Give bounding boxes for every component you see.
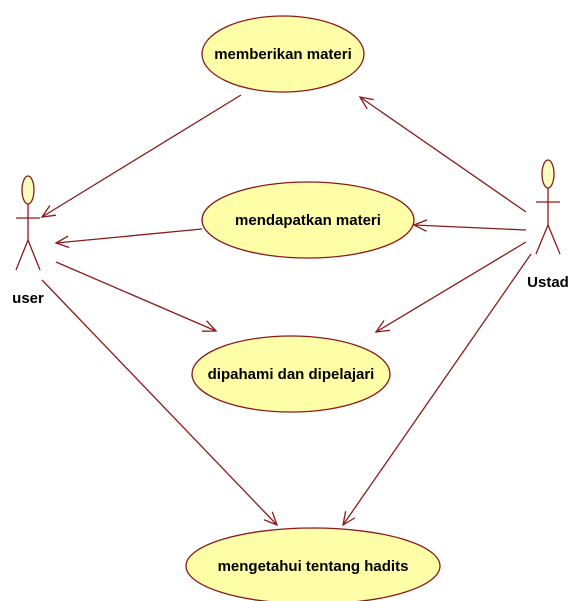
association-line: [41, 279, 278, 526]
actor-head: [541, 159, 555, 189]
usecase-label: mengetahui tentang hadits: [218, 558, 409, 575]
usecase-ellipse[interactable]: [185, 527, 441, 601]
association-ustad-to-mengetahui: [342, 253, 532, 527]
usecase-ellipse[interactable]: [201, 15, 365, 93]
actor-label: user: [12, 290, 44, 307]
association-line: [375, 241, 527, 333]
actor-ustad[interactable]: Ustad: [527, 159, 569, 291]
usecase-label: dipahami dan dipelajari: [208, 366, 375, 383]
actor-left-leg: [535, 224, 549, 255]
usecase-dipahami-dan-dipelajari[interactable]: dipahami dan dipelajari: [191, 335, 391, 413]
usecase-ellipse[interactable]: [201, 181, 415, 259]
association-user-to-mengetahui: [41, 279, 279, 527]
usecase-memberikan-materi[interactable]: memberikan materi: [201, 15, 365, 93]
association-line: [55, 261, 217, 332]
arrowhead: [374, 320, 390, 333]
stick-figure-icon: [15, 175, 41, 271]
associations: [40, 94, 532, 527]
arrowhead: [342, 511, 356, 527]
actor-right-leg: [547, 224, 561, 255]
usecase-mengetahui-tentang-hadits[interactable]: mengetahui tentang hadits: [185, 527, 441, 601]
association-line: [41, 94, 242, 218]
actor-label: Ustad: [527, 274, 569, 291]
association-user-to-dipahami: [55, 261, 218, 332]
association-ustad-to-dipahami: [374, 241, 527, 333]
usecase-label: mendapatkan materi: [235, 212, 381, 229]
usecase-mendapatkan-materi[interactable]: mendapatkan materi: [201, 181, 415, 259]
association-memberikan-to-user: [40, 94, 242, 218]
actor-left-leg: [15, 239, 29, 271]
stick-figure-icon: [535, 159, 561, 255]
arrowhead: [54, 235, 70, 249]
association-ustad-to-memberikan: [358, 96, 527, 213]
usecase-label: memberikan materi: [214, 46, 352, 63]
association-line: [342, 253, 532, 526]
association-mendapatkan-to-user: [54, 228, 203, 249]
arrowhead: [263, 511, 279, 527]
association-line: [55, 228, 203, 244]
arrowhead: [201, 320, 218, 332]
association-line: [359, 96, 527, 213]
arrowhead: [412, 219, 428, 232]
arrowhead: [358, 96, 374, 110]
association-ustad-to-mendapatkan: [412, 219, 527, 232]
association-line: [413, 224, 527, 231]
usecase-ellipse[interactable]: [191, 335, 391, 413]
actor-head: [21, 175, 35, 205]
actor-right-leg: [27, 239, 41, 271]
actor-user[interactable]: user: [12, 175, 44, 307]
arrowhead: [40, 205, 56, 218]
